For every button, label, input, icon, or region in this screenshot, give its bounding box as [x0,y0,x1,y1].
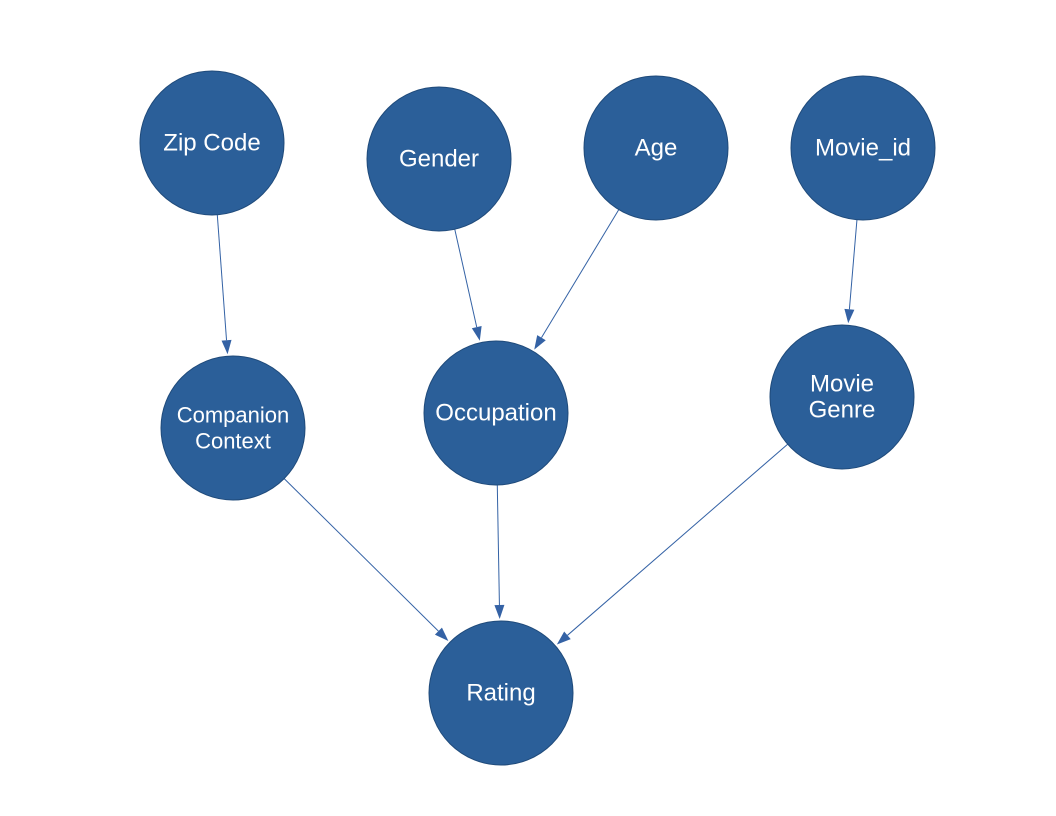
node-label: Rating [466,680,535,707]
node-circle [428,620,574,766]
edge-line [496,484,500,606]
arrowhead-icon [471,326,482,341]
arrowhead-icon [434,627,449,641]
arrowhead-icon [534,335,546,350]
edge-line [283,478,439,632]
node-gender: Gender [366,86,512,232]
node-label: Genre [809,397,876,424]
edge-movie_id-to-movie_genre [844,219,858,324]
node-circle [366,86,512,232]
edge-line [541,209,620,338]
node-occupation: Occupation [423,340,569,486]
edge-occupation-to-rating [494,484,505,620]
arrowhead-icon [494,604,505,620]
node-circle [160,355,306,501]
node-label: Context [195,429,271,454]
node-label: Movie_id [815,135,911,162]
node-label: Movie [810,371,874,398]
edge-line [454,229,478,328]
node-label: Companion [177,403,290,428]
edge-zip_code-to-companion_context [216,214,232,355]
node-circle [583,75,729,221]
edge-line [216,214,228,341]
node-circle [139,70,285,216]
arrowhead-icon [221,339,232,355]
node-circle [769,324,915,470]
node-label: Age [635,135,678,162]
edge-movie_genre-to-rating [556,443,788,645]
edge-line [848,219,858,310]
arrowhead-icon [844,308,855,324]
node-label: Zip Code [163,130,260,157]
edge-companion_context-to-rating [283,478,449,641]
edges-layer [216,209,858,645]
node-label: Gender [399,146,479,173]
node-label: Occupation [435,400,556,427]
edge-line [567,443,788,636]
node-rating: Rating [428,620,574,766]
node-circle [790,75,936,221]
node-age: Age [583,75,729,221]
arrowhead-icon [556,631,571,645]
node-zip-code: Zip Code [139,70,285,216]
node-circle [423,340,569,486]
edge-gender-to-occupation [454,229,482,341]
node-movie-id: Movie_id [790,75,936,221]
edge-age-to-occupation [534,209,620,350]
